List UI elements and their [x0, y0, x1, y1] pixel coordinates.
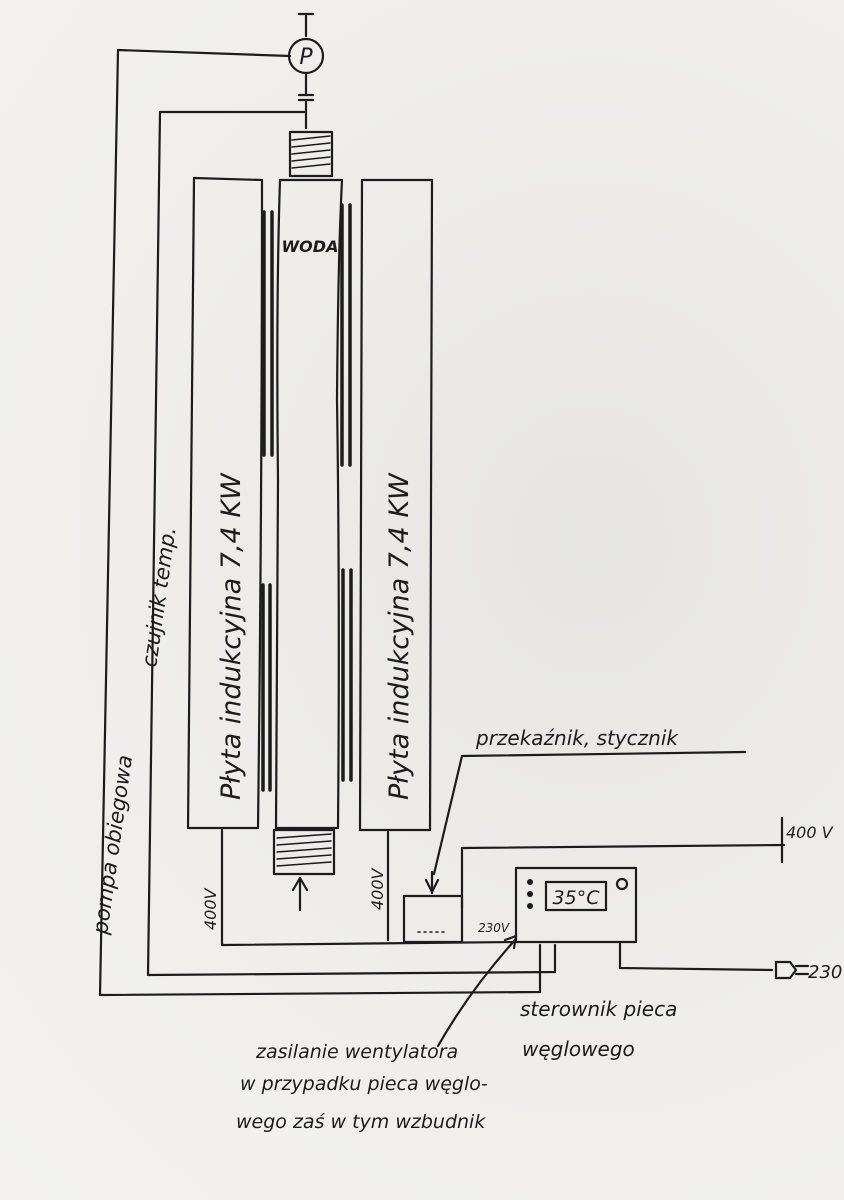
- relay-label: przekaźnik, stycznik: [475, 726, 679, 750]
- controller-caption-1: sterownik pieca: [520, 997, 677, 1021]
- left-induction-plate: Płyta indukcyjna 7,4 KW: [186, 176, 274, 830]
- relay-voltage-label: 230V: [478, 921, 510, 935]
- right-voltage-label: 400V: [368, 867, 387, 910]
- temp-sensor-wire: czujnik temp.: [137, 110, 557, 977]
- relay-contactor: przekaźnik, stycznik 230V: [402, 726, 786, 944]
- left-plate-label: Płyta indukcyjna 7,4 KW: [216, 472, 247, 800]
- controller-led-2: [527, 891, 533, 897]
- supply-voltage-label: 400 V: [786, 823, 834, 842]
- water-label: WODA: [282, 237, 339, 256]
- left-voltage-label: 400V: [201, 887, 220, 930]
- fan-note-line-1: zasilanie wentylatora: [255, 1041, 458, 1063]
- fan-note-line-2: w przypadku pieca węglo-: [240, 1073, 488, 1095]
- right-induction-plate: Płyta indukcyjna 7,4 KW: [340, 178, 434, 832]
- supply-400v: 400 V: [780, 816, 834, 864]
- mains-voltage-label: 230: [808, 962, 842, 983]
- pump-symbol-label: P: [299, 45, 313, 70]
- controller-knob: [615, 877, 629, 891]
- fan-note-line-3: wego zaś w tym wzbudnik: [236, 1111, 486, 1133]
- controller-led-1: [527, 879, 533, 885]
- fan-supply-note: zasilanie wentylatora w przypadku pieca …: [236, 934, 518, 1133]
- right-plate-label: Płyta indukcyjna 7,4 KW: [384, 472, 415, 800]
- pump-line-wire: pompa obiegowa: [88, 48, 542, 997]
- controller-display: 35°C: [553, 887, 601, 909]
- controller-caption-2: węglowego: [522, 1037, 635, 1061]
- mains-plug: 230: [774, 960, 842, 983]
- top-threaded-fitting: [288, 130, 334, 178]
- temp-sensor-label: czujnik temp.: [137, 525, 180, 668]
- bottom-threaded-fitting: [272, 828, 336, 912]
- water-column: WODA: [274, 178, 344, 830]
- coal-boiler-controller: 35°C sterownik pieca węglowego: [514, 866, 774, 1061]
- controller-led-3: [527, 903, 533, 909]
- pump-line-label: pompa obiegowa: [88, 753, 137, 936]
- right-plate-feed: 400V: [368, 830, 390, 942]
